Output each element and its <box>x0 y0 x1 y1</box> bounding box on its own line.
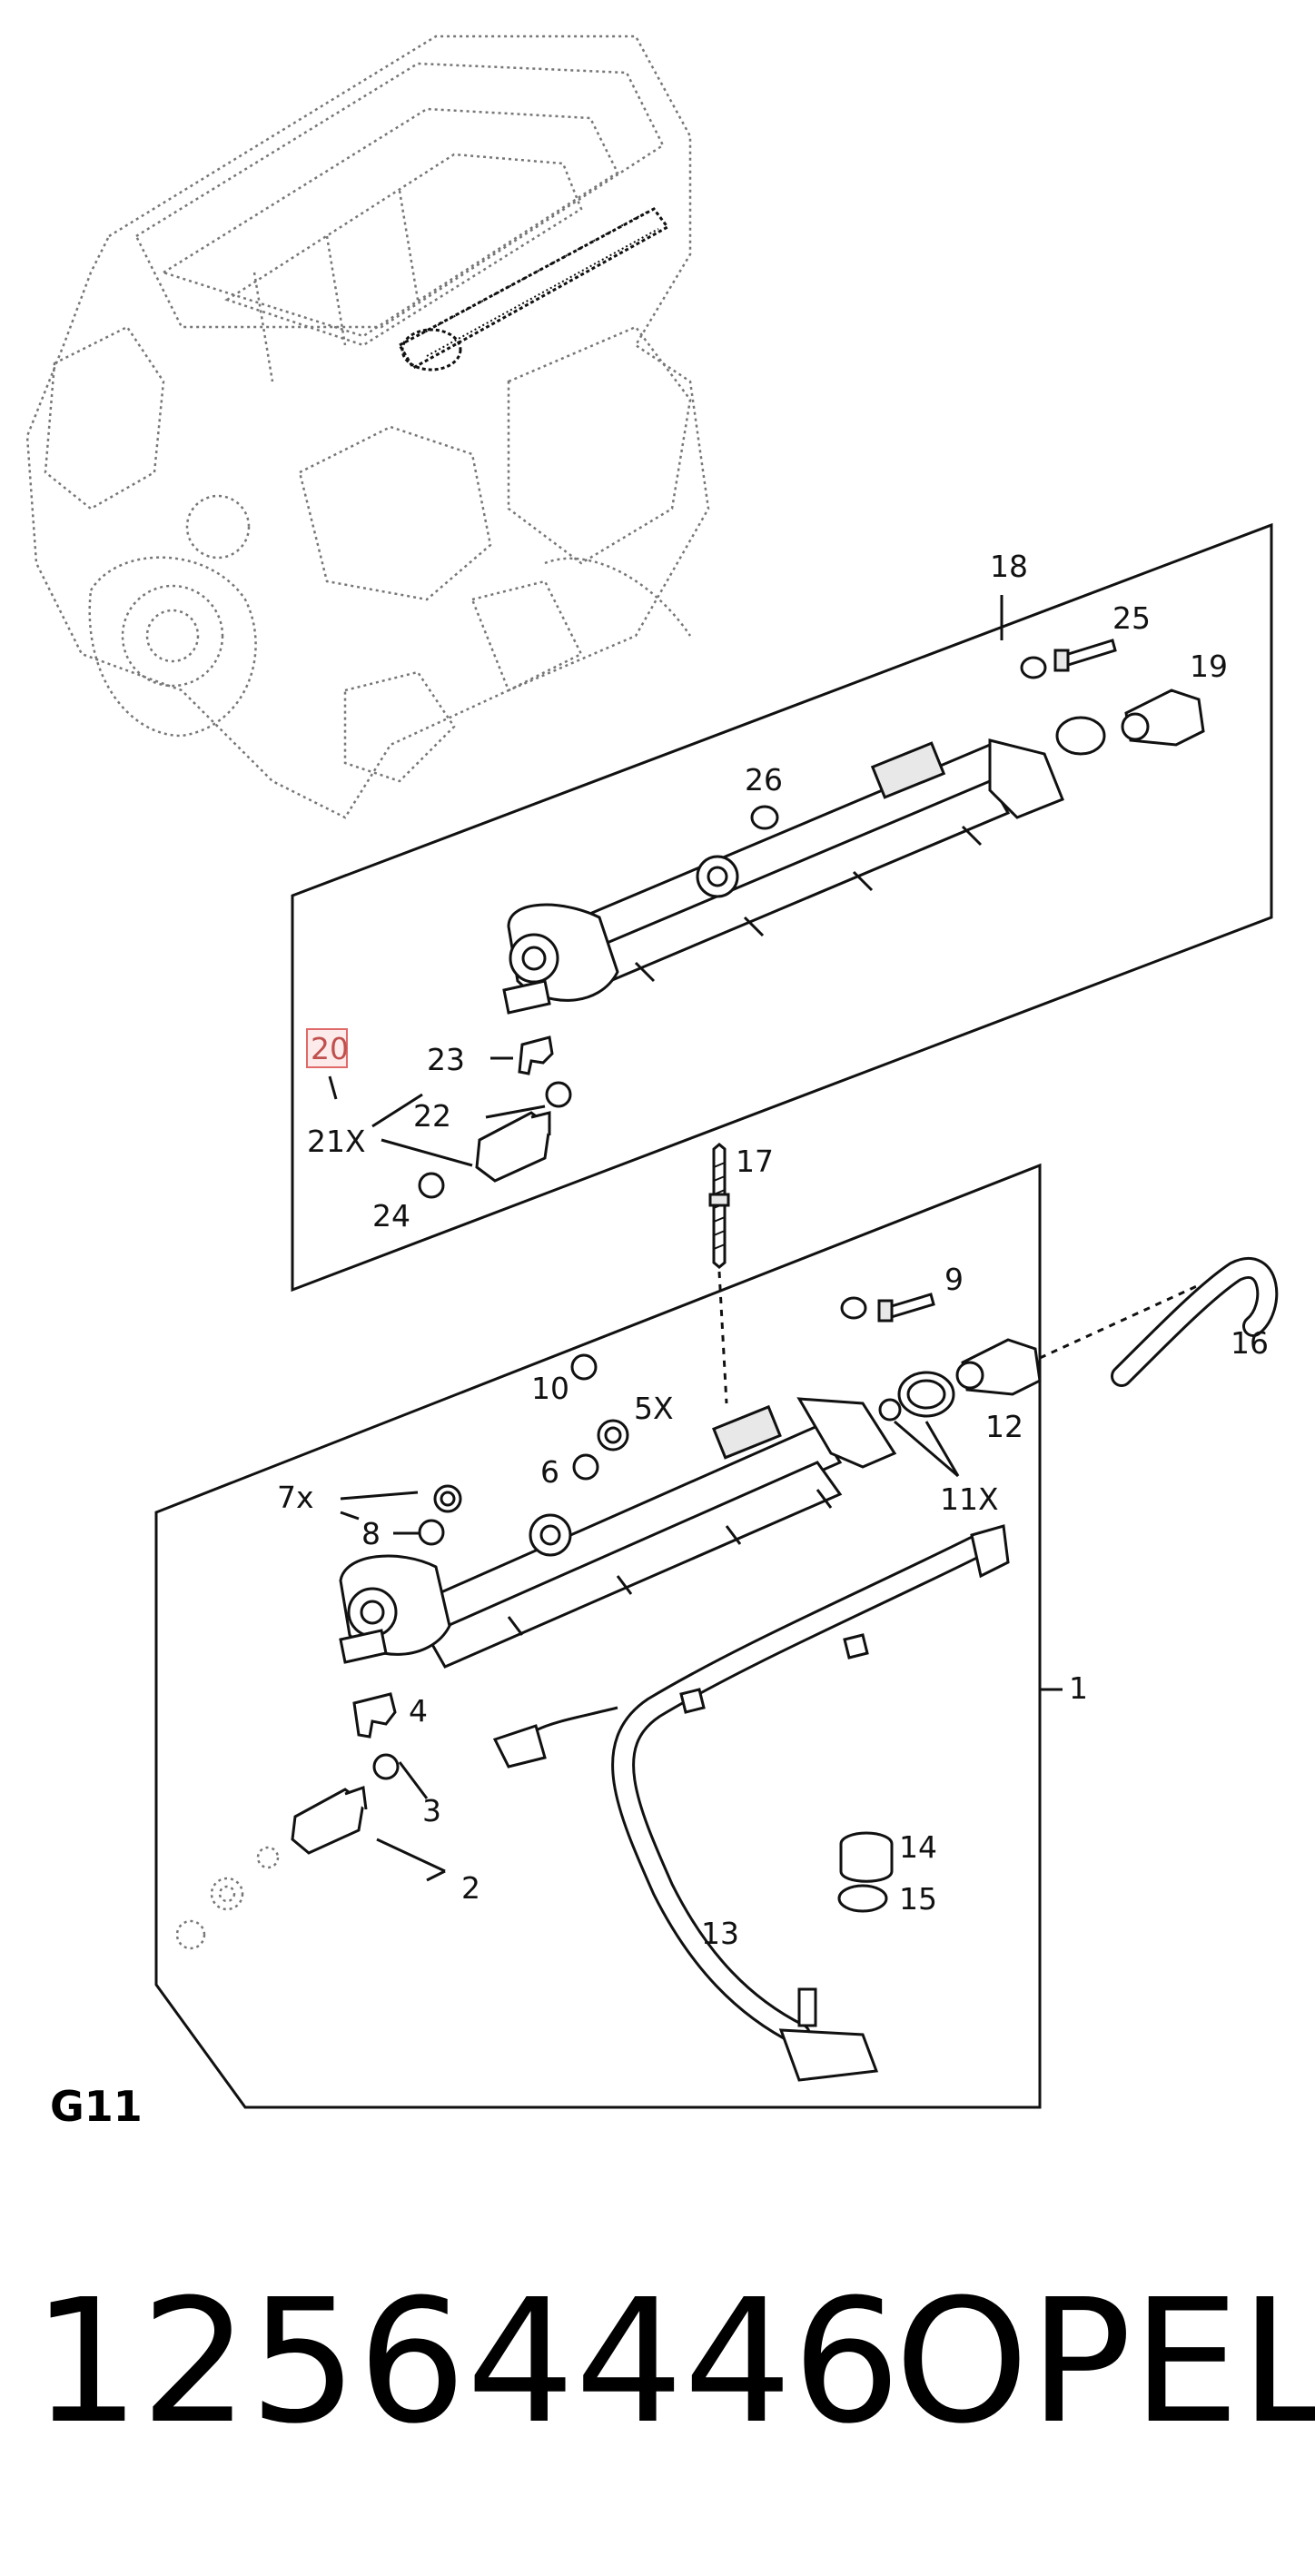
callout-3: 3 <box>422 1793 441 1828</box>
callout-9: 9 <box>944 1262 964 1297</box>
callout-25: 25 <box>1112 600 1151 636</box>
upper-leaders <box>328 595 1004 1167</box>
callout-26: 26 <box>745 762 783 798</box>
callout-21x: 21X <box>307 1124 366 1159</box>
callout-20: 20 <box>311 1031 349 1066</box>
upper-assembly-frame <box>291 522 1273 1293</box>
callout-15: 15 <box>899 1881 937 1917</box>
wiring-harness-13 <box>492 1524 1010 2082</box>
callout-17: 17 <box>736 1144 774 1179</box>
part-number: 12564446 <box>32 2263 901 2462</box>
callout-13: 13 <box>701 1916 739 1951</box>
callout-23: 23 <box>427 1042 465 1077</box>
callout-16: 16 <box>1231 1325 1269 1361</box>
callout-2: 2 <box>461 1870 480 1906</box>
callout-22: 22 <box>413 1098 451 1134</box>
lower-small-parts <box>175 1293 1042 1950</box>
upper-fuel-rail <box>502 738 1064 1015</box>
lower-assembly-frame <box>154 1163 1042 2109</box>
callout-4: 4 <box>409 1693 428 1729</box>
callout-6: 6 <box>540 1454 559 1490</box>
callout-11x: 11X <box>940 1481 999 1517</box>
lower-leaders <box>340 1420 1063 1882</box>
callout-5x: 5X <box>634 1391 674 1426</box>
engine-illustration <box>25 35 710 819</box>
section-code: G11 <box>50 2082 143 2131</box>
callout-7x: 7x <box>277 1480 314 1515</box>
callout-10: 10 <box>531 1371 569 1406</box>
callout-labels: 18 25 19 26 20 23 22 21X 24 17 9 16 10 5… <box>50 549 1269 2131</box>
callout-18: 18 <box>990 549 1028 584</box>
callout-19: 19 <box>1190 649 1228 684</box>
lower-fuel-rail <box>339 1397 897 1669</box>
callout-8: 8 <box>361 1516 381 1551</box>
footer: 12564446 OPEL <box>32 2263 1315 2462</box>
callout-24: 24 <box>372 1198 410 1234</box>
callout-12: 12 <box>985 1409 1023 1444</box>
upper-small-parts <box>418 639 1205 1199</box>
callout-20-highlight <box>306 1028 348 1068</box>
brand-name: OPEL <box>895 2263 1315 2462</box>
bolt-17 <box>708 1143 730 1404</box>
callout-1: 1 <box>1069 1670 1088 1706</box>
callout-14: 14 <box>899 1829 937 1865</box>
vacuum-hose-16 <box>1039 1257 1279 1387</box>
